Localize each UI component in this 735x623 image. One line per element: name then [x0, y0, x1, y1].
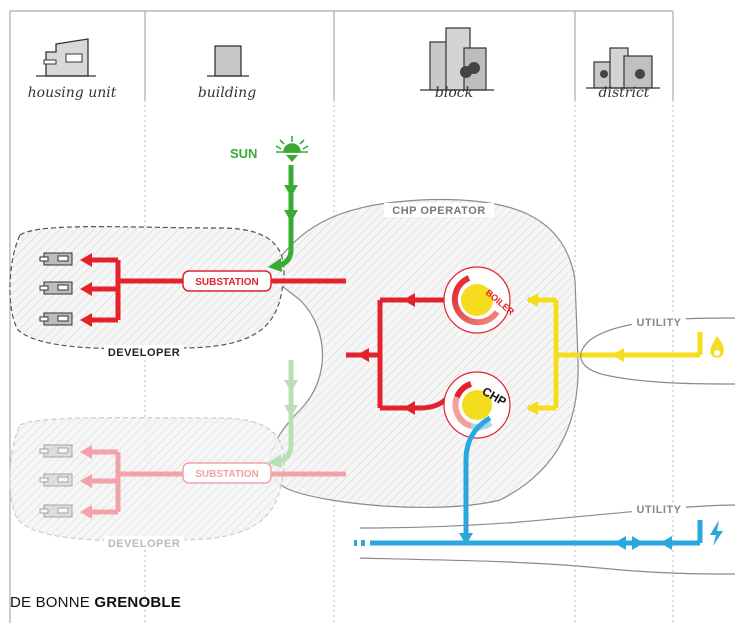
heat-arrowheads — [80, 253, 415, 415]
gas-arrowheads — [526, 293, 624, 415]
sun-label: SUN — [230, 146, 257, 161]
sun-icon — [275, 136, 309, 162]
electric-arrowheads — [459, 533, 672, 550]
electric-dash-start — [354, 540, 365, 546]
block-icon — [420, 27, 494, 91]
developer-label-top: DEVELOPER — [108, 347, 180, 359]
project-title: DE BONNE GRENOBLE — [10, 594, 181, 611]
column-label-block: block — [435, 85, 473, 101]
column-label-building: building — [198, 85, 256, 101]
project-title-light: DE BONNE — [10, 594, 90, 611]
house-icon — [36, 38, 96, 77]
column-label-district: district — [599, 85, 650, 101]
utility-label-gas: UTILITY — [636, 317, 681, 329]
substation-top: SUBSTATION — [182, 270, 272, 292]
column-label-housing-unit: housing unit — [28, 85, 117, 101]
housing-units-top — [39, 252, 73, 326]
developer-area-bottom — [9, 416, 285, 542]
svg-text:SUBSTATION: SUBSTATION — [195, 469, 259, 480]
flame-icon — [710, 336, 724, 358]
boiler-icon: BOILER — [443, 266, 517, 334]
housing-units-bottom — [39, 444, 73, 518]
developer-label-bottom: DEVELOPER — [108, 538, 180, 550]
utility-label-electric: UTILITY — [636, 504, 681, 516]
heat-arrowheads-faded — [80, 445, 92, 519]
gas-network — [528, 297, 703, 411]
building-icon — [207, 45, 249, 77]
developer-area-top — [9, 226, 285, 350]
substation-bottom: SUBSTATION — [182, 462, 272, 484]
svg-text:SUBSTATION: SUBSTATION — [195, 277, 259, 288]
chp-operator-area — [269, 198, 579, 509]
lightning-icon — [710, 520, 723, 546]
district-icon — [586, 47, 660, 89]
chp-operator-label: CHP OPERATOR — [392, 205, 485, 217]
project-title-bold: GRENOBLE — [94, 594, 181, 611]
heat-network — [90, 257, 452, 515]
electric-network — [370, 415, 703, 546]
